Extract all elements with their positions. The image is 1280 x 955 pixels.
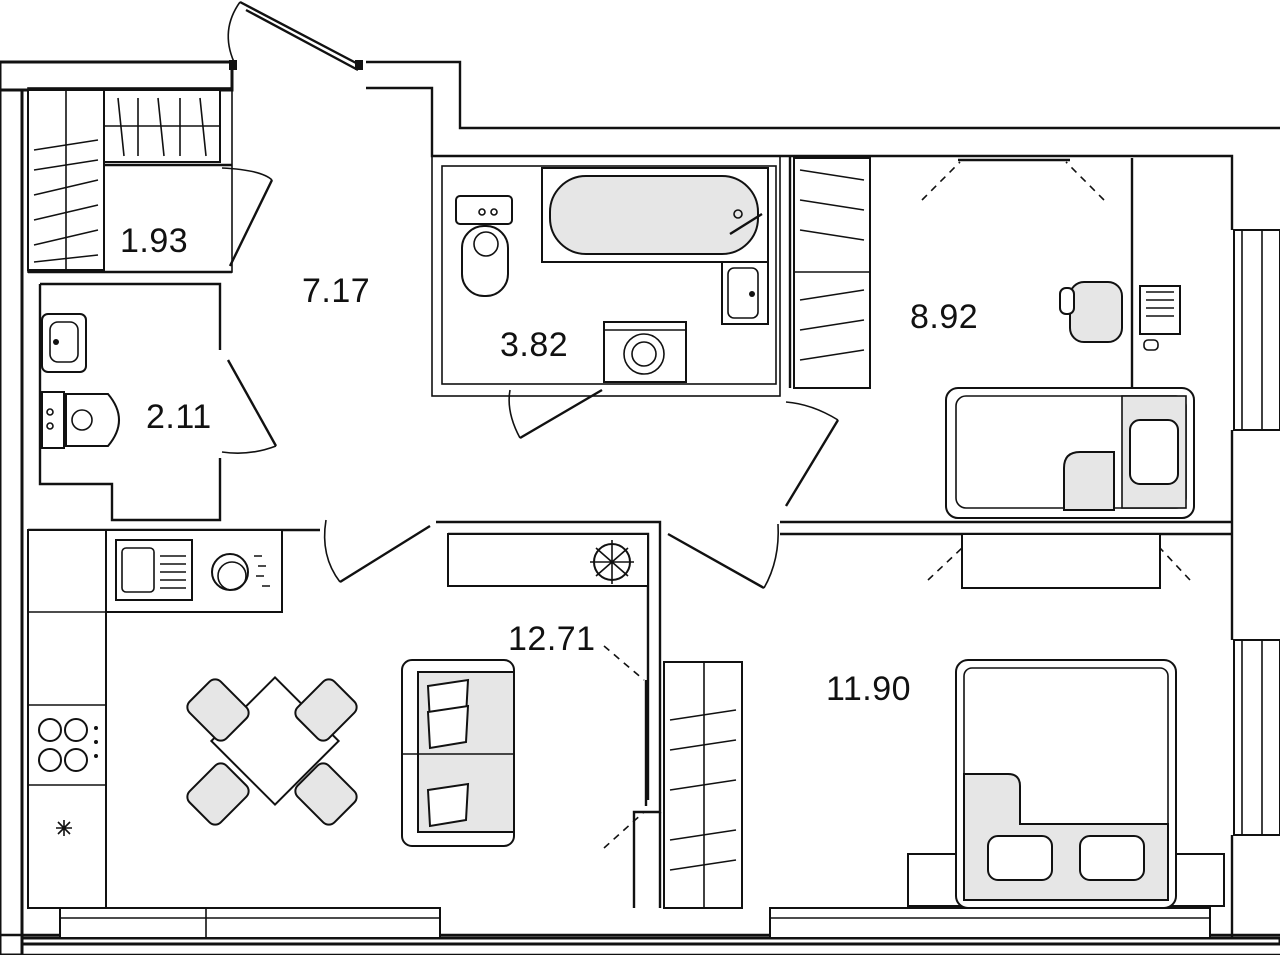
wardrobe-icon [27, 89, 871, 909]
pillow-icon [987, 835, 1145, 881]
bathtub-icon [541, 167, 769, 263]
plant-icon [447, 533, 649, 587]
outer-walls [0, 60, 1280, 955]
area-label-bedroom-large: 11.90 [826, 670, 912, 708]
bed-icon [907, 659, 1225, 909]
area-label-kitchen-living: 12.71 [508, 620, 596, 658]
washing-machine-icon [603, 321, 687, 383]
sofa-icon [401, 659, 515, 847]
area-label-storage: 1.93 [120, 222, 189, 260]
laptop-icon [1139, 285, 1181, 351]
toilet-icon [455, 195, 513, 297]
entrance-door-icon [227, 0, 363, 72]
area-label-bedroom-small: 8.92 [910, 298, 979, 336]
desk-chair-icon [1059, 281, 1123, 343]
dining-table-icon [186, 675, 358, 826]
tv-icon [603, 645, 648, 849]
toilet-icon [41, 391, 120, 449]
dishwasher-icon [211, 553, 270, 591]
area-label-hallway: 7.17 [302, 272, 371, 310]
kitchen-sink-icon [115, 539, 193, 601]
tv-icon [927, 533, 1191, 589]
fridge-icon [56, 820, 72, 836]
area-label-wc: 2.11 [146, 398, 212, 436]
area-label-bathroom: 3.82 [500, 326, 569, 364]
window-icon [59, 229, 1280, 939]
door-icon [221, 167, 840, 590]
pillow-icon [1129, 419, 1179, 485]
desk-icon [921, 158, 1134, 388]
stove-icon [38, 718, 98, 772]
sink-icon [721, 261, 769, 325]
sink-icon [41, 313, 87, 373]
